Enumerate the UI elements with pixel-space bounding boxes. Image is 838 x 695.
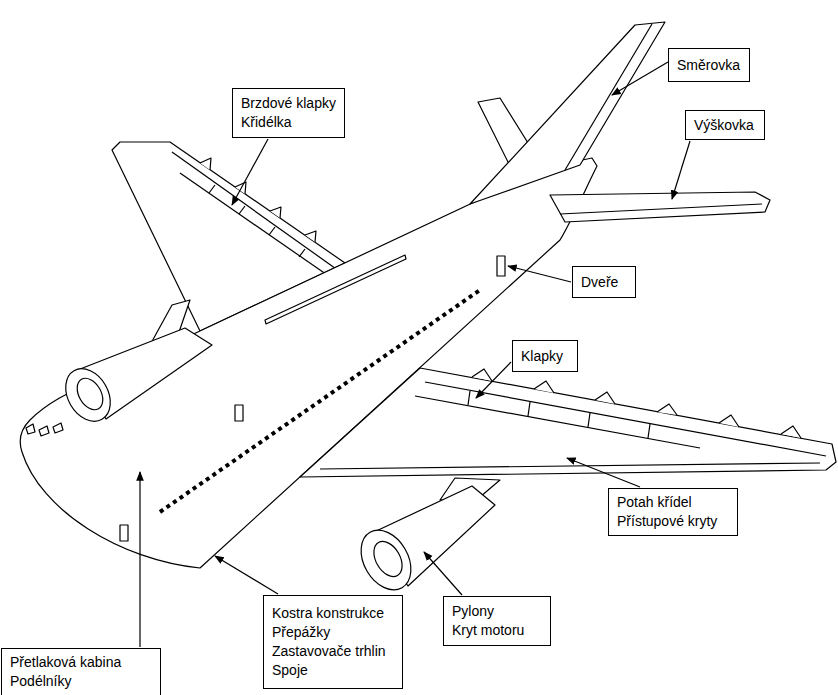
left-wing-flap-line (172, 152, 339, 271)
callout-text: Přístupové kryty (617, 512, 717, 531)
leader-line (215, 556, 278, 594)
rear-door (497, 256, 505, 276)
callout-box: Dveře (572, 266, 636, 298)
callout-text: Přetlaková kabina (10, 653, 121, 672)
left-wing-fairings (200, 158, 316, 242)
left-wing-spoiler-line (180, 173, 333, 279)
callout-text: Kostra konstrukce (272, 604, 384, 623)
left-engine-inlet (57, 361, 120, 429)
leader-line (139, 472, 140, 647)
callout-box: PylonyKryt motoru (443, 596, 551, 646)
callout-box: Potah křídelPřístupové kryty (608, 488, 738, 536)
right-wing-spoiler-line (415, 396, 700, 448)
fin (470, 22, 665, 204)
right-wing-panels (468, 391, 650, 438)
elevator-line (560, 204, 762, 214)
right-engine-inlet (351, 521, 421, 598)
right-wing-fairings (472, 369, 801, 438)
mid-door (235, 405, 243, 421)
callout-box: Výškovka (685, 110, 765, 140)
callout-box: Směrovka (668, 48, 750, 82)
callout-text: Brzdové klapky (241, 94, 336, 113)
callout-box: Kostra konstrukcePřepážkyZastavovače trh… (263, 595, 403, 689)
callout-box: Přetlaková kabinaPodélníky (1, 648, 161, 695)
fuselage (20, 158, 597, 568)
right-engine-fan (368, 537, 408, 582)
callout-text: Potah křídel (617, 493, 692, 512)
callout-box: Brzdové klapkyKřidélka (232, 88, 345, 138)
leader-line (672, 141, 690, 199)
leader-line (612, 62, 668, 95)
front-door (120, 525, 128, 541)
cockpit-windows (26, 423, 63, 436)
right-wing-flap-line (425, 382, 826, 456)
callout-text: Dveře (581, 273, 618, 292)
callout-text: Zastavovače trhlin (272, 642, 386, 661)
rudder-line (565, 24, 652, 170)
upper-window-strip (265, 255, 406, 324)
leader-line (476, 362, 511, 398)
leader-line (567, 458, 640, 487)
right-wing-slat-line (320, 463, 820, 469)
near-stabilizer (550, 192, 770, 222)
leader-line (424, 552, 462, 595)
callout-text: Přepážky (272, 623, 330, 642)
callout-text: Směrovka (677, 56, 740, 75)
right-wing (300, 368, 836, 477)
callout-text: Podélníky (10, 672, 71, 691)
left-wing-panels (209, 185, 305, 257)
callout-text: Pylony (452, 602, 494, 621)
callout-text: Křidélka (241, 113, 292, 132)
callout-text: Kryt motoru (452, 621, 524, 640)
callout-text: Výškovka (694, 116, 754, 135)
callout-text: Klapky (521, 347, 563, 366)
left-engine-fan (72, 374, 108, 414)
leader-line (232, 139, 268, 205)
callout-box: Klapky (512, 340, 578, 372)
callout-text: Spoje (272, 661, 308, 680)
leader-line (508, 266, 571, 282)
